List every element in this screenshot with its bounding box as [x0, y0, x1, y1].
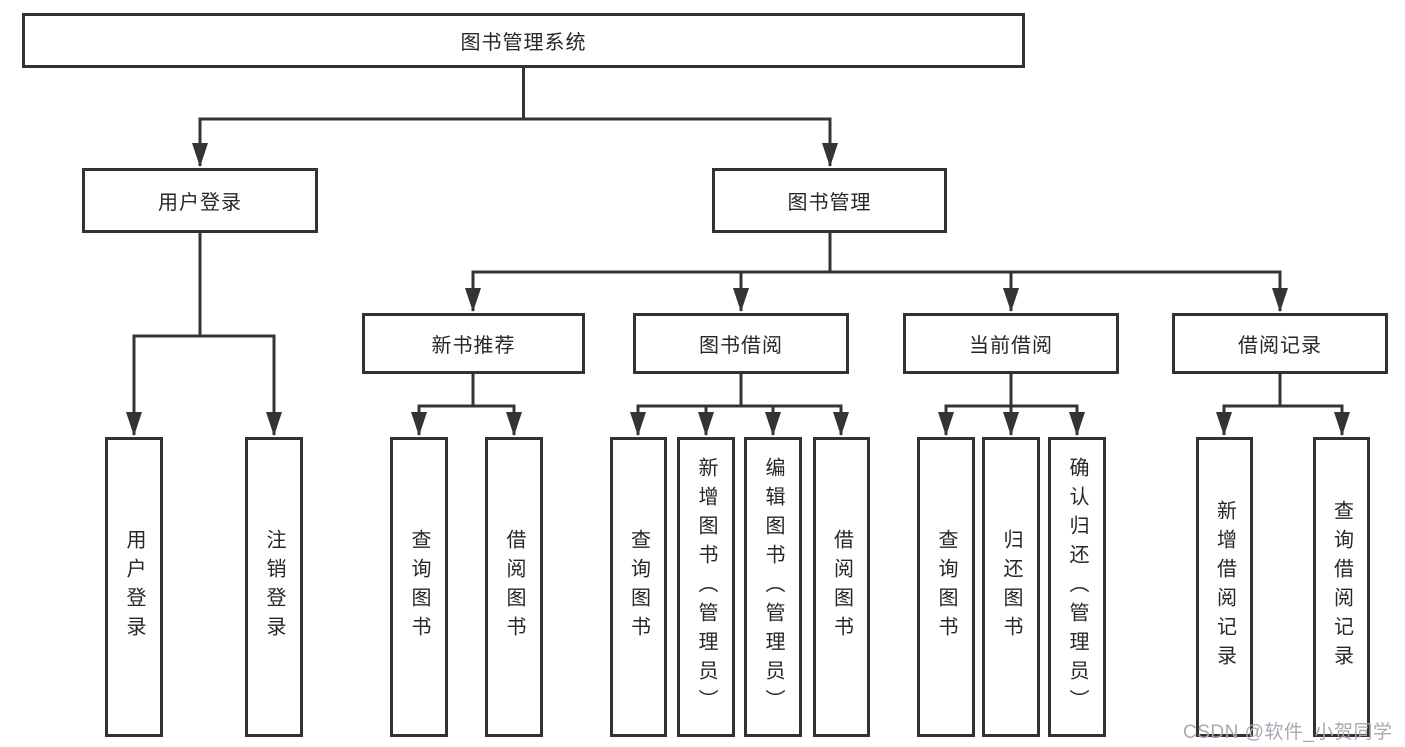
node-book-management: 图书管理 [712, 168, 947, 233]
leaf-borrow-books-recommend: 借阅图书 [485, 437, 543, 737]
connector-book-borrowing-split [630, 374, 849, 436]
leaf-label: 注销登录 [263, 529, 285, 645]
node-label: 当前借阅 [969, 335, 1053, 357]
connector-borrowing-records-split [1216, 374, 1350, 436]
connector-user-login-split [126, 233, 282, 436]
connector-current-borrowing-split [938, 374, 1085, 436]
leaf-label: 借阅图书 [503, 529, 525, 645]
leaf-label: 编辑图书（管理员） [762, 456, 784, 718]
node-label: 图书管理系统 [460, 32, 587, 54]
leaf-query-books-recommend: 查询图书 [390, 437, 448, 737]
leaf-logout: 注销登录 [245, 437, 303, 737]
node-label: 图书借阅 [699, 335, 783, 357]
leaf-label: 借阅图书 [830, 529, 853, 645]
leaf-edit-book-admin: 编辑图书（管理员） [744, 437, 802, 737]
leaf-add-book-admin: 新增图书（管理员） [677, 437, 735, 737]
node-current-borrowing: 当前借阅 [903, 313, 1119, 374]
leaf-add-borrow-record: 新增借阅记录 [1196, 437, 1253, 737]
leaf-label: 新增图书（管理员） [695, 456, 717, 718]
leaf-query-books-current: 查询图书 [917, 437, 975, 737]
leaf-query-books-borrowing: 查询图书 [610, 437, 667, 737]
node-book-borrowing: 图书借阅 [633, 313, 849, 374]
leaf-return-books: 归还图书 [982, 437, 1040, 737]
leaf-user-login: 用户登录 [105, 437, 163, 737]
node-label: 用户登录 [158, 192, 242, 214]
connector-book-management-split [465, 233, 1288, 312]
leaf-label: 确认归还（管理员） [1066, 456, 1088, 718]
leaf-label: 查询图书 [408, 529, 430, 645]
leaf-label: 新增借阅记录 [1213, 500, 1236, 674]
node-label: 新书推荐 [431, 335, 516, 357]
node-user-login: 用户登录 [82, 168, 318, 233]
node-borrowing-records: 借阅记录 [1172, 313, 1388, 374]
connector-root-split [192, 68, 838, 167]
leaf-label: 用户登录 [123, 529, 145, 645]
node-label: 图书管理 [787, 192, 872, 214]
leaf-confirm-return-admin: 确认归还（管理员） [1048, 437, 1106, 737]
watermark-csdn: CSDN @软件_小贺同学 [1183, 722, 1393, 743]
leaf-label: 归还图书 [1000, 529, 1022, 645]
node-label: 借阅记录 [1238, 335, 1322, 357]
connector-new-book-recommendation-split [411, 374, 522, 436]
leaf-label: 查询借阅记录 [1330, 500, 1353, 674]
node-library-management-system: 图书管理系统 [22, 13, 1025, 68]
leaf-label: 查询图书 [935, 529, 957, 645]
node-new-book-recommendation: 新书推荐 [362, 313, 585, 374]
leaf-query-borrow-record: 查询借阅记录 [1313, 437, 1370, 737]
leaf-label: 查询图书 [627, 529, 650, 645]
leaf-borrow-books-borrowing: 借阅图书 [813, 437, 870, 737]
